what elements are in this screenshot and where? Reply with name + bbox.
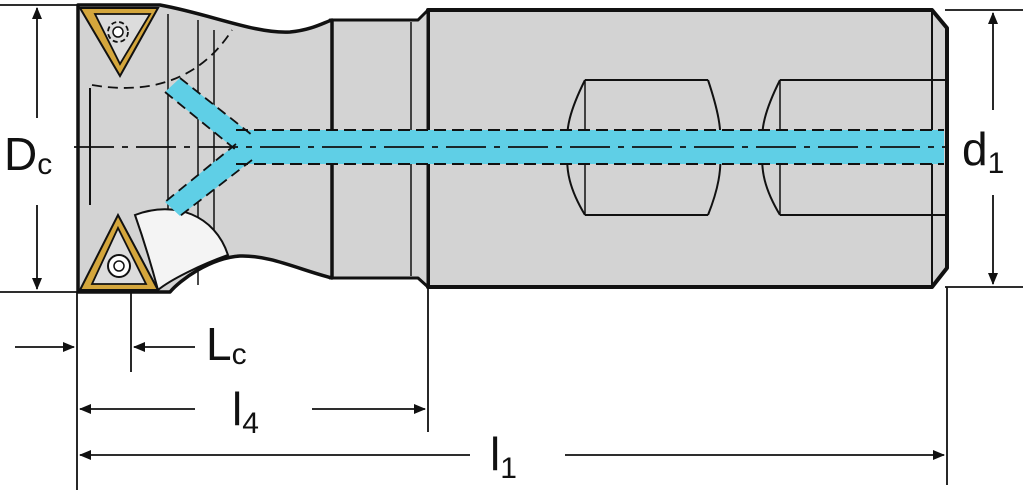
label-dc: Dc [4, 128, 52, 181]
coolant-branch-top [165, 78, 252, 150]
insert-top [78, 7, 160, 79]
insert-bottom [78, 212, 160, 291]
label-d1: d1 [962, 123, 1004, 180]
label-l4: l4 [232, 383, 259, 440]
label-lc: Lc [206, 318, 247, 371]
dimension-lines [0, 4, 1023, 490]
label-l1: l1 [490, 428, 517, 485]
coolant-branch-bottom [165, 144, 252, 216]
